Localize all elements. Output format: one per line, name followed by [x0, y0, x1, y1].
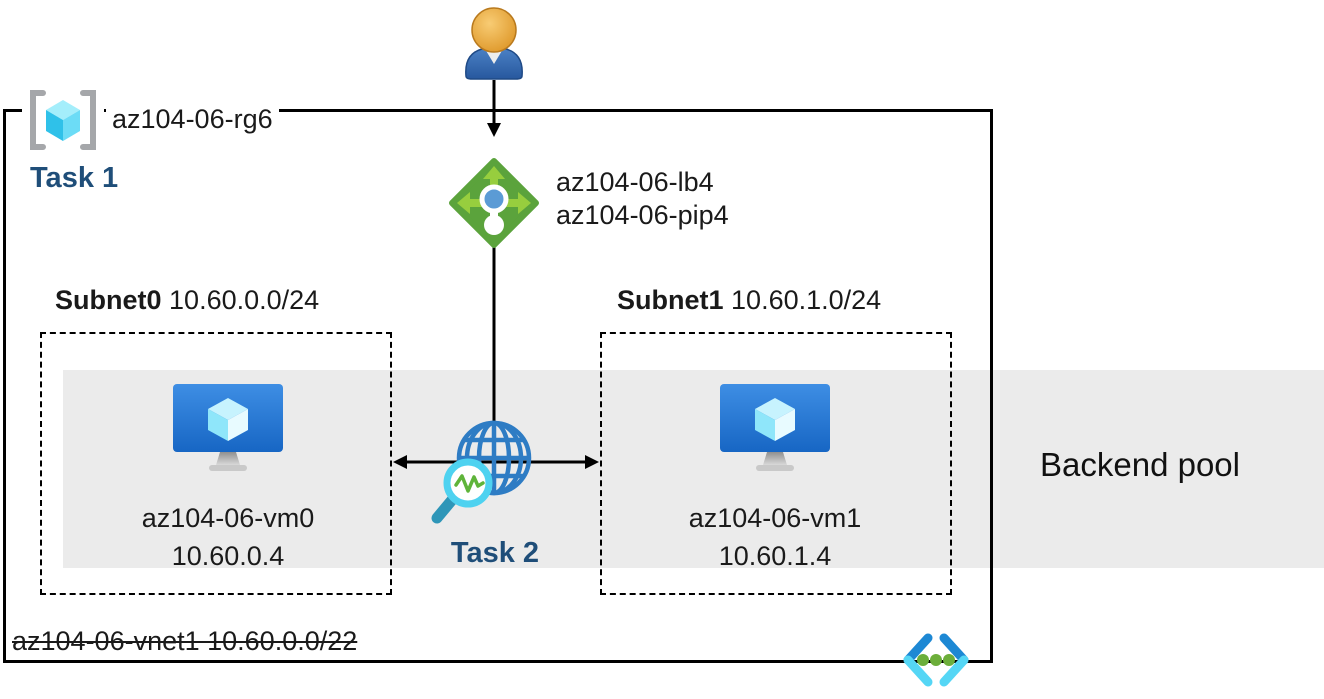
subnet1-cidr: 10.60.1.0/24	[731, 285, 882, 315]
vnet-label: az104-06-vnet1 10.60.0.0/22	[12, 626, 358, 656]
subnet0-name: Subnet0	[55, 285, 162, 315]
load-balancer-icon	[449, 158, 539, 248]
subnet1-header: Subnet1 10.60.1.0/24	[617, 285, 881, 316]
resource-group-label: az104-06-rg6	[106, 104, 279, 135]
subnet1-box	[600, 332, 952, 595]
vm-icon	[173, 384, 283, 471]
load-balancer-name: az104-06-lb4	[556, 167, 714, 197]
subnet1-name: Subnet1	[617, 285, 724, 315]
vm0-name: az104-06-vm0	[141, 503, 315, 533]
subnet0-cidr: 10.60.0.0/24	[169, 285, 320, 315]
vm1-name: az104-06-vm1	[688, 503, 862, 533]
load-balancer-labels: az104-06-lb4 az104-06-pip4	[556, 166, 729, 232]
resource-group-icon	[22, 88, 104, 152]
public-ip-name: az104-06-pip4	[556, 200, 729, 230]
task1-label: Task 1	[30, 162, 119, 194]
backend-pool-label: Backend pool	[1040, 446, 1240, 483]
vm1-label: az104-06-vm1 10.60.1.4	[650, 499, 900, 575]
resource-group-boundary	[3, 109, 993, 663]
magnifier-icon	[431, 458, 493, 524]
vm1-ip: 10.60.1.4	[718, 541, 832, 571]
vm0-ip: 10.60.0.4	[171, 541, 285, 571]
subnet0-header: Subnet0 10.60.0.0/24	[55, 285, 319, 316]
vm0-label: az104-06-vm0 10.60.0.4	[103, 499, 353, 575]
subnet0-box	[40, 332, 392, 595]
user-icon	[465, 7, 523, 80]
virtual-network-icon	[903, 633, 969, 687]
task2-label: Task 2	[450, 537, 540, 569]
vm-icon	[720, 384, 830, 471]
